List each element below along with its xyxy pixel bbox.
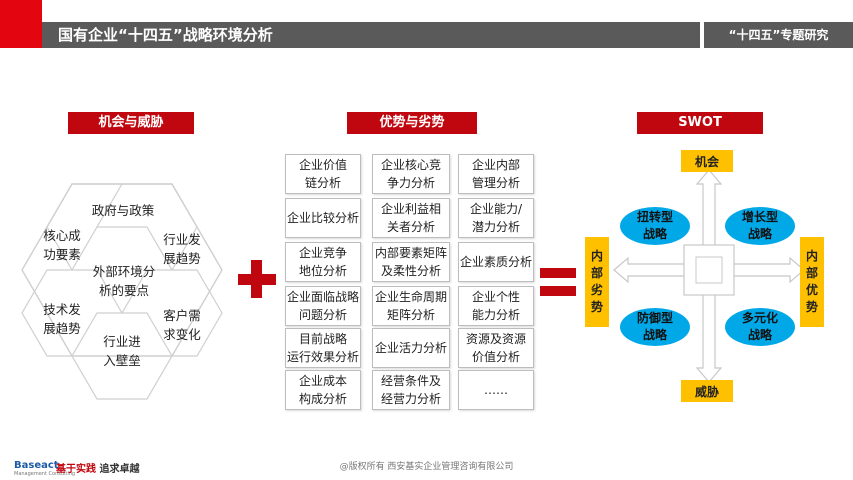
copyright-text: @版权所有 西安基实企业管理咨询有限公司 bbox=[339, 462, 514, 472]
strategy-diversification: 多元化 战略 bbox=[725, 308, 795, 346]
hex-top-left: 核心成 功要素 bbox=[43, 228, 81, 262]
swot-weakness: 内 部 劣 势 bbox=[585, 237, 609, 327]
hex-top: 政府与政策 bbox=[91, 203, 155, 218]
analysis-cell: 企业素质分析 bbox=[458, 242, 534, 282]
analysis-cell: 企业能力/ 潜力分析 bbox=[458, 198, 534, 238]
company-logo-subtitle: Management Consulting bbox=[14, 471, 76, 477]
page-title: 国有企业“十四五”战略环境分析 bbox=[58, 26, 273, 44]
equals-sign-top bbox=[540, 268, 576, 278]
analysis-cell: 资源及资源 价值分析 bbox=[458, 328, 534, 368]
header-bar bbox=[42, 22, 700, 48]
analysis-cell: 企业比较分析 bbox=[285, 198, 361, 238]
swot-threat: 威胁 bbox=[681, 380, 733, 402]
analysis-cell: 企业核心竞 争力分析 bbox=[372, 154, 450, 194]
analysis-cell: 企业利益相 关者分析 bbox=[372, 198, 450, 238]
hex-bottom-right: 客户需 求变化 bbox=[163, 308, 201, 342]
header-red-block bbox=[0, 0, 42, 48]
analysis-cell: 企业活力分析 bbox=[372, 328, 450, 368]
strategy-growth: 增长型 战略 bbox=[725, 207, 795, 245]
analysis-cell: …… bbox=[458, 370, 534, 410]
company-slogan: 基于实践 追求卓越 bbox=[56, 464, 140, 475]
section-swot: SWOT bbox=[637, 112, 763, 134]
section-strength: 优势与劣势 bbox=[347, 112, 477, 134]
analysis-cell: 企业个性 能力分析 bbox=[458, 286, 534, 326]
strategy-defensive: 防御型 战略 bbox=[620, 308, 690, 346]
analysis-cell: 企业面临战略 问题分析 bbox=[285, 286, 361, 326]
analysis-cell: 经营条件及 经营力分析 bbox=[372, 370, 450, 410]
equals-sign-bottom bbox=[540, 286, 576, 296]
analysis-cell: 企业内部 管理分析 bbox=[458, 154, 534, 194]
strategy-turnaround: 扭转型 战略 bbox=[620, 207, 690, 245]
section-opportunity: 机会与威胁 bbox=[68, 112, 194, 134]
hex-top-right: 行业发 展趋势 bbox=[163, 232, 201, 266]
analysis-cell: 目前战略 运行效果分析 bbox=[285, 328, 361, 368]
analysis-cell: 企业生命周期 矩阵分析 bbox=[372, 286, 450, 326]
hex-bottom-left: 技术发 展趋势 bbox=[43, 302, 81, 336]
analysis-cell: 企业竞争 地位分析 bbox=[285, 242, 361, 282]
hex-bottom: 行业进 入壁垒 bbox=[103, 334, 141, 368]
header-topic: “十四五”专题研究 bbox=[704, 22, 853, 48]
hex-center: 外部环境分 析的要点 bbox=[92, 264, 156, 298]
analysis-cell: 企业价值 链分析 bbox=[285, 154, 361, 194]
company-logo: Baseact bbox=[14, 460, 59, 471]
analysis-cell: 企业成本 构成分析 bbox=[285, 370, 361, 410]
plus-sign-horizontal bbox=[238, 274, 276, 285]
swot-strength: 内 部 优 势 bbox=[800, 237, 824, 327]
swot-opportunity: 机会 bbox=[681, 150, 733, 172]
analysis-cell: 内部要素矩阵 及柔性分析 bbox=[372, 242, 450, 282]
